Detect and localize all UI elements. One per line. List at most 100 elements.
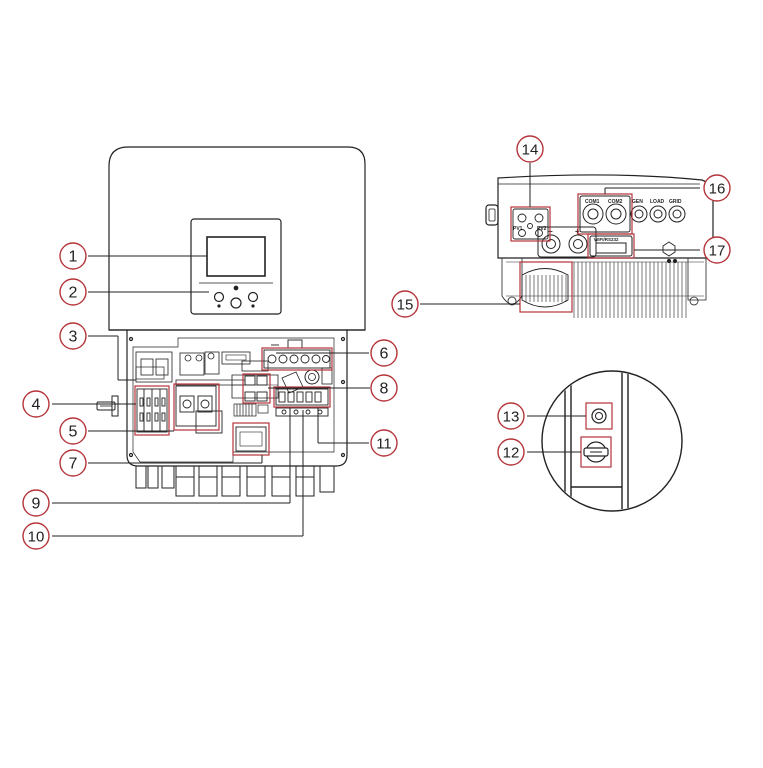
callout-label: 14 [522, 142, 539, 159]
callout-circle [59, 322, 87, 350]
callout-11: 11 [370, 429, 398, 457]
power-button[interactable] [591, 408, 607, 424]
pv1-label: PV1 [513, 226, 523, 232]
callout-9: 9 [22, 489, 50, 517]
highlight-power-button [585, 402, 613, 430]
callout-13: 13 [497, 402, 525, 430]
callout-label: 9 [32, 496, 41, 513]
callout-circle [22, 489, 50, 517]
callout-10: 10 [22, 522, 50, 550]
callout-label: 17 [709, 243, 726, 260]
dip-connector-strip [233, 403, 269, 417]
callout-17: 17 [703, 236, 731, 264]
callout-circle [703, 174, 731, 202]
heatsink-fins [525, 262, 687, 318]
display-panel [190, 218, 282, 315]
callout-1: 1 [59, 242, 87, 270]
callout-label: 15 [397, 297, 414, 314]
callout-label: 4 [32, 397, 41, 414]
callout-14: 14 [516, 135, 544, 163]
pv2-label: PV2 [537, 226, 547, 232]
callout-12: 12 [497, 438, 525, 466]
callout-circle [370, 339, 398, 367]
callout-circle [703, 236, 731, 264]
callout-label: 11 [376, 436, 392, 453]
lcd-screen[interactable] [206, 236, 266, 277]
panel-button-center[interactable] [230, 297, 242, 309]
callout-circle [22, 390, 50, 418]
port-label-grid: GRID [669, 199, 682, 205]
highlight-bottom-terminals [273, 386, 331, 408]
callout-label: 16 [709, 181, 726, 198]
callout-6: 6 [370, 339, 398, 367]
panel-button-left[interactable] [213, 291, 225, 303]
callout-circle [391, 290, 419, 318]
inverter-bottom-view: PV1 PV2 − + COM1 COM2 GEN LOAD GRID [485, 174, 714, 318]
communication-ports [244, 375, 268, 402]
highlight-breaker [134, 385, 170, 436]
callout-label: 3 [69, 329, 78, 346]
port-label-com2: COM2 [608, 199, 623, 205]
leader-lines [52, 163, 700, 537]
callout-4: 4 [22, 390, 50, 418]
highlight-wifi-port [587, 233, 635, 259]
port-label-load: LOAD [650, 199, 665, 205]
side-knob[interactable] [485, 204, 499, 226]
small-terminal-board [235, 426, 267, 452]
callout-circle [497, 438, 525, 466]
callout-label: 10 [28, 529, 45, 546]
inverter-top-cover [108, 146, 366, 331]
ac-terminals-bottom [275, 388, 329, 417]
callout-circle [59, 449, 87, 477]
callout-7: 7 [59, 449, 87, 477]
pv-connectors: PV1 PV2 [512, 208, 549, 240]
dc-switch-handle[interactable] [96, 395, 119, 417]
inverter-front-view [96, 146, 366, 497]
callout-5: 5 [59, 417, 87, 445]
callout-circle [22, 522, 50, 550]
wifi-rs232-port: WIFI/RS232 [589, 235, 633, 257]
highlight-com-ports [242, 373, 271, 404]
zoom-detail-view [541, 370, 683, 512]
highlight-battery-terminals [173, 383, 220, 431]
callout-circle [497, 402, 525, 430]
cooling-fan [521, 268, 569, 308]
callout-15: 15 [391, 290, 419, 318]
port-glands [579, 195, 686, 233]
callout-label: 8 [380, 381, 389, 398]
callout-8: 8 [370, 374, 398, 402]
callout-label: 6 [380, 346, 389, 363]
wiring-box [126, 329, 348, 467]
wifi-rs232-label: WIFI/RS232 [594, 237, 619, 242]
rotary-switch[interactable] [583, 441, 609, 463]
ac-terminals-top [263, 339, 331, 369]
battery-breaker [136, 388, 168, 433]
highlight-fan [519, 261, 573, 313]
callout-circle [59, 417, 87, 445]
panel-button-right[interactable] [247, 291, 259, 303]
callout-2: 2 [59, 278, 87, 306]
callout-circle [370, 429, 398, 457]
callout-label: 1 [69, 249, 78, 266]
port-label-gen: GEN [632, 199, 643, 205]
callout-circle [516, 135, 544, 163]
callout-label: 2 [69, 285, 78, 302]
highlight-wifi-board [232, 422, 270, 456]
callout-circle [59, 278, 87, 306]
callout-3: 3 [59, 322, 87, 350]
port-label-com1: COM1 [585, 199, 600, 205]
cable-glands [135, 465, 335, 497]
callout-circle [370, 374, 398, 402]
zoom-circle [541, 370, 683, 512]
callout-label: 7 [69, 456, 78, 473]
callout-circle [59, 242, 87, 270]
callout-label: 12 [503, 445, 520, 462]
callout-16: 16 [703, 174, 731, 202]
callout-label: 13 [503, 409, 520, 426]
callout-label: 5 [69, 424, 78, 441]
highlight-top-terminals [261, 347, 333, 371]
battery-terminals [175, 385, 223, 434]
